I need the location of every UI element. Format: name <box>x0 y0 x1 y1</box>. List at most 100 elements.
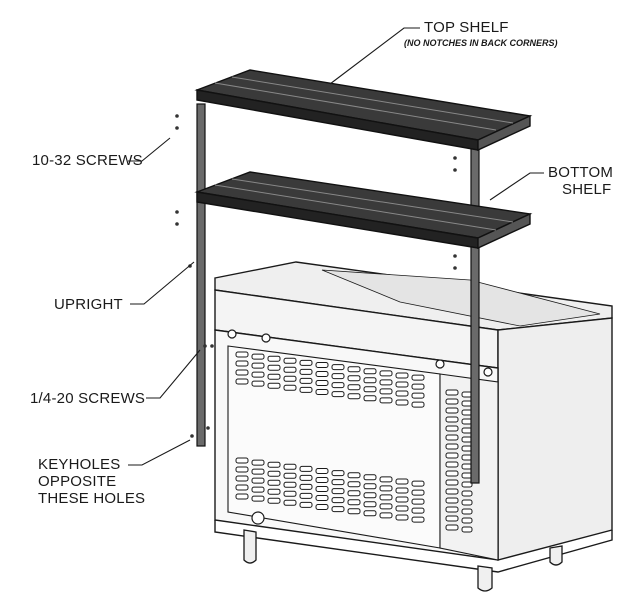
vent-slot <box>445 515 459 522</box>
fastener-mid <box>261 333 271 343</box>
vent-slot <box>283 490 297 497</box>
vent-slot <box>331 364 345 371</box>
leg-front-right <box>477 565 493 592</box>
screw-dot <box>206 426 210 430</box>
vent-slot <box>363 386 377 393</box>
vent-slot <box>251 468 265 475</box>
vent-slot <box>331 470 345 477</box>
vent-slot <box>445 416 459 423</box>
vent-slot <box>379 503 393 510</box>
label-keyholes-line3: THESE HOLES <box>38 490 146 507</box>
vent-slot <box>411 401 425 408</box>
label-keyholes-line2: OPPOSITE <box>38 473 117 490</box>
vent-slot <box>283 472 297 479</box>
fastener-right <box>435 359 445 369</box>
vent-slot <box>411 392 425 399</box>
leader-top-shelf <box>329 27 420 85</box>
vent-slot <box>363 501 377 508</box>
vent-slot <box>445 461 459 468</box>
vent-slot <box>461 517 473 524</box>
vent-slot <box>363 368 377 375</box>
vent-slot <box>283 357 297 364</box>
vent-slot <box>363 510 377 517</box>
vent-slot <box>461 526 473 533</box>
vent-slot <box>251 495 265 502</box>
vent-slot <box>411 383 425 390</box>
top-shelf-groove-1 <box>214 82 497 131</box>
bottom-shelf-groove-2 <box>231 178 514 223</box>
vent-slot <box>347 472 361 479</box>
vent-slot <box>395 505 409 512</box>
vent-slot <box>251 459 265 466</box>
vent-slot <box>461 508 473 515</box>
vent-slot <box>267 479 281 486</box>
vent-slot <box>315 371 329 377</box>
vent-slot <box>461 499 473 506</box>
vent-slot <box>411 507 425 514</box>
leg-front-left <box>243 529 257 564</box>
vent-slot <box>283 375 297 382</box>
vent-slot <box>347 508 361 515</box>
vent-slot <box>445 506 459 513</box>
screw-dot <box>453 254 457 258</box>
screw-dot <box>175 210 179 214</box>
vent-slot <box>379 370 393 377</box>
vent-grille-column <box>445 389 473 533</box>
vent-slot <box>299 474 313 481</box>
vent-slot <box>395 399 409 406</box>
vent-slot <box>299 483 313 490</box>
vent-slot <box>283 366 297 373</box>
label-keyholes-line1: KEYHOLES <box>38 456 121 473</box>
vent-slot <box>445 443 459 450</box>
vent-slot <box>267 355 281 362</box>
cabinet-fasteners <box>227 329 493 525</box>
fastener-corner <box>483 367 493 377</box>
top-shelf <box>194 69 533 152</box>
vent-slot <box>445 470 459 477</box>
vent-slot <box>347 481 361 488</box>
vent-slot <box>445 398 459 405</box>
vent-slot <box>461 490 473 497</box>
vent-slot <box>395 390 409 397</box>
vent-slot <box>315 468 329 474</box>
vent-slot <box>363 395 377 402</box>
vent-slot <box>315 389 329 395</box>
leader-10-32-screws <box>128 137 171 162</box>
vent-slot <box>445 434 459 441</box>
vent-slot <box>251 477 265 484</box>
top-shelf-side-edge <box>477 114 531 152</box>
vent-slot <box>267 382 281 389</box>
vent-slot <box>331 373 345 380</box>
vent-slot <box>363 377 377 384</box>
screw-dot <box>175 126 179 130</box>
cabinet-base-edge <box>214 520 613 573</box>
vent-slot <box>395 496 409 503</box>
screw-dot <box>175 114 179 118</box>
bottom-shelf-groove-1 <box>214 184 497 231</box>
vent-slot <box>461 481 473 488</box>
vent-slot <box>251 380 265 387</box>
vent-slot <box>299 386 313 393</box>
vent-slot <box>347 393 361 400</box>
vent-slot <box>379 485 393 492</box>
vent-slot <box>445 452 459 459</box>
vent-slot <box>363 474 377 481</box>
vent-slot <box>315 504 329 510</box>
vent-slot <box>251 353 265 360</box>
leader-lines <box>128 27 544 466</box>
vent-slot <box>347 499 361 506</box>
cabinet-top-recess <box>321 269 601 327</box>
leader-upright <box>130 261 195 305</box>
vent-slot <box>445 407 459 414</box>
vent-slot <box>267 461 281 468</box>
vent-slot <box>395 381 409 388</box>
vent-slot <box>331 382 345 389</box>
vent-slot <box>299 501 313 508</box>
screw-dots <box>175 114 457 438</box>
leader-bottom-shelf <box>489 172 544 201</box>
vent-slot <box>445 479 459 486</box>
vent-slot <box>315 380 329 386</box>
vent-slot <box>235 457 249 464</box>
vent-slot <box>347 490 361 497</box>
